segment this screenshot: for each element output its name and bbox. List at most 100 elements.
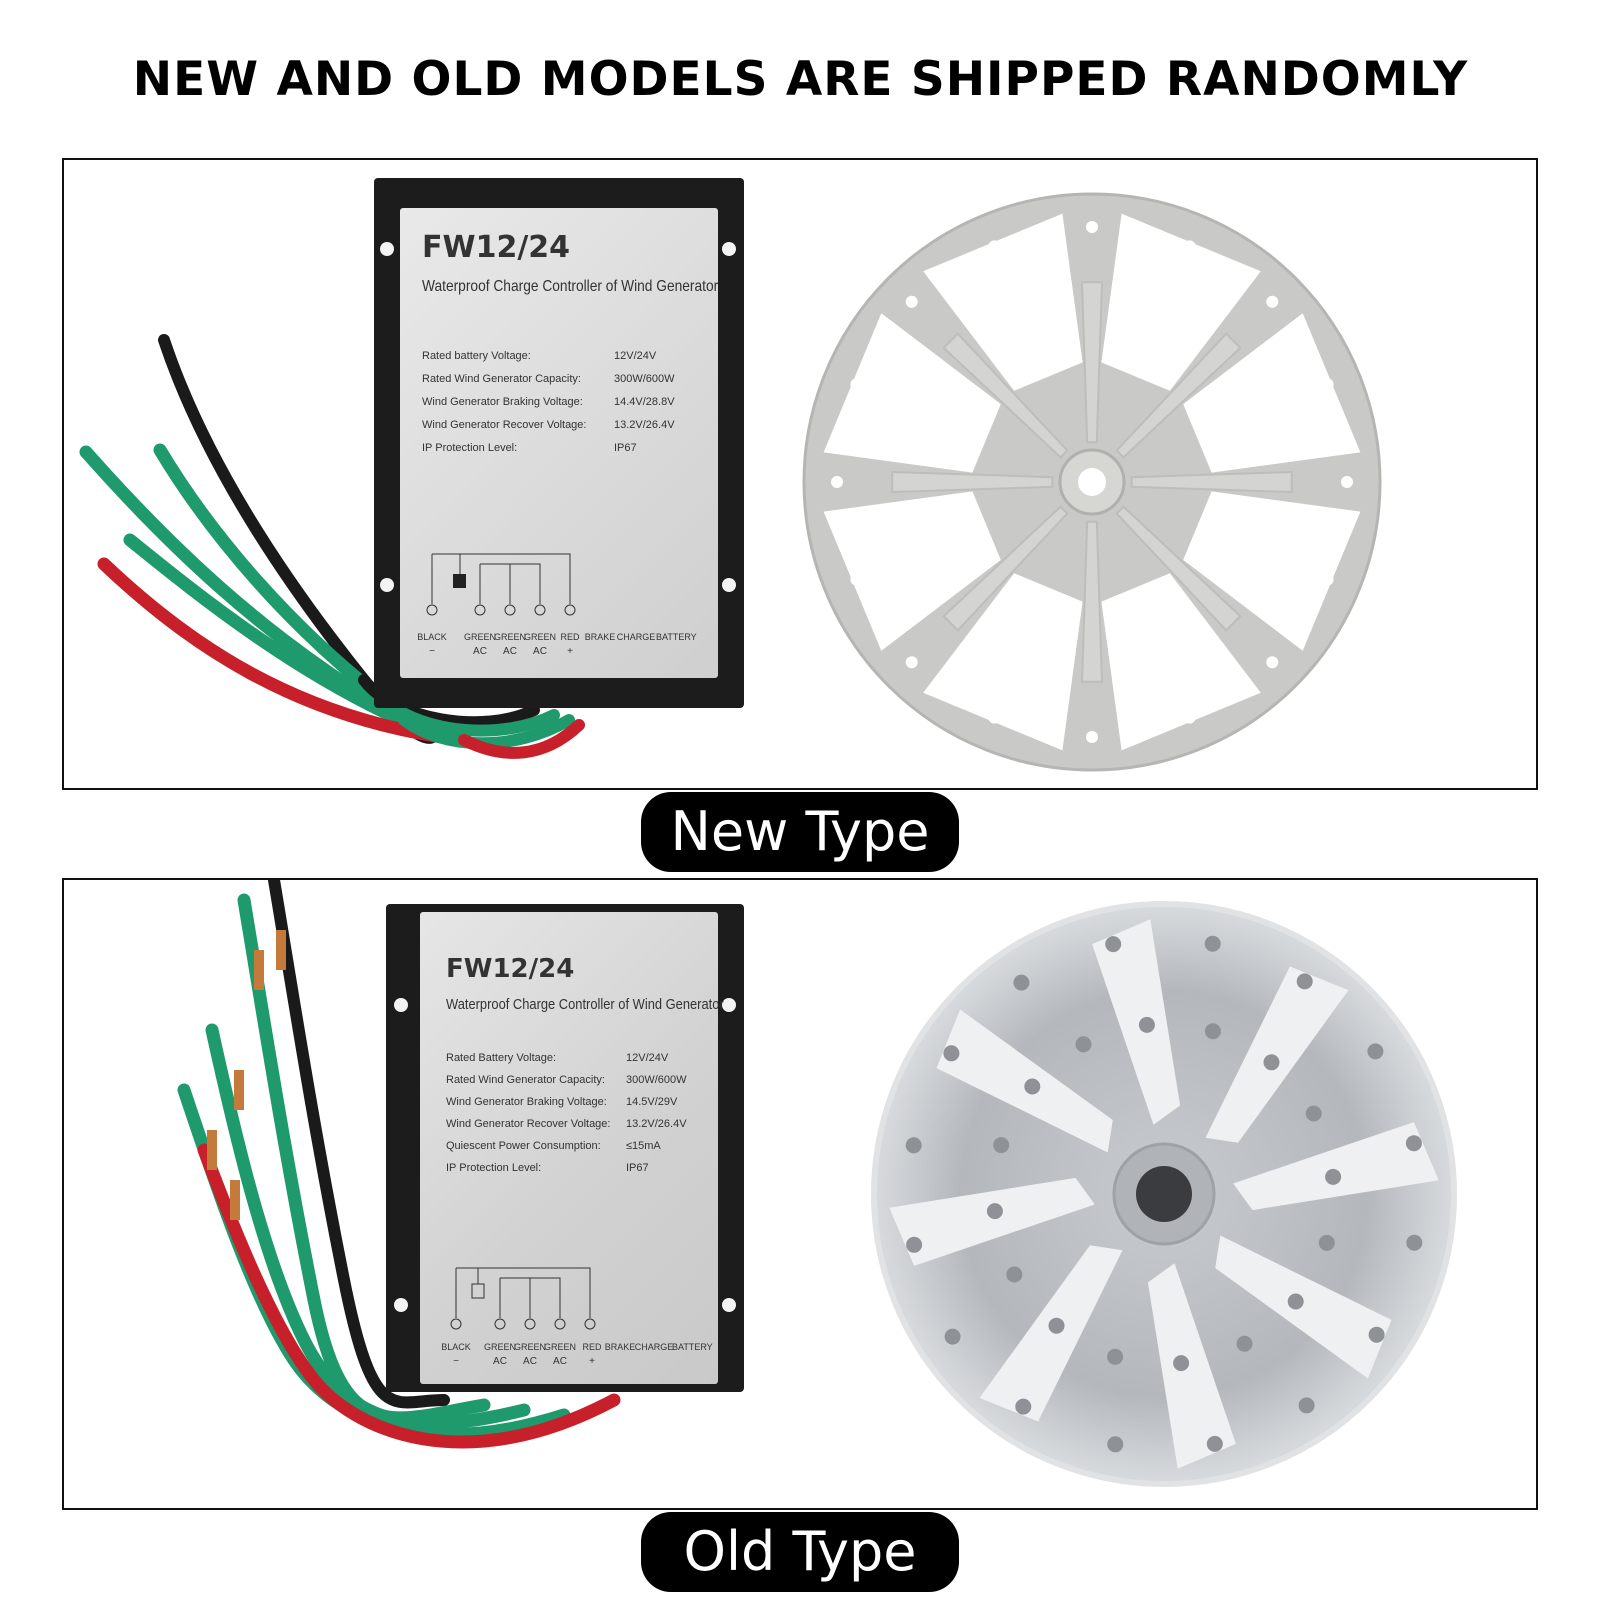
mount-hole (380, 578, 394, 592)
terminal-label: BRAKE (604, 1342, 636, 1352)
terminal-label: GREEN (483, 1342, 516, 1352)
disc-hole (1138, 1016, 1155, 1033)
disc-hole (1107, 1436, 1124, 1453)
terminal-label: BLACK (441, 1342, 471, 1352)
terminal-sublabel: AC (473, 646, 487, 657)
disc-hole (985, 625, 998, 638)
disc-cutout (923, 213, 1083, 391)
disc-hole (936, 375, 949, 388)
disc-hole (1236, 1335, 1253, 1352)
new-controller: FW12/24 Waterproof Charge Controller of … (374, 178, 744, 708)
old-controller: FW12/24 Waterproof Charge Controller of … (386, 904, 744, 1392)
spec-value: ≤15mA (626, 1140, 661, 1152)
mount-hole (722, 242, 736, 256)
disc-hole (1050, 652, 1063, 665)
disc-hole (1206, 1435, 1223, 1452)
disc-spoke (1130, 470, 1293, 494)
disc-hole (1121, 299, 1134, 312)
disc-hole (909, 510, 922, 523)
new-controller-label-plate: FW12/24 Waterproof Charge Controller of … (400, 208, 718, 678)
disc-hole (1262, 441, 1275, 454)
disc-hole (1120, 652, 1133, 665)
disc-hole (1015, 1398, 1032, 1415)
disc-spoke (942, 505, 1069, 632)
mount-hole (394, 998, 408, 1012)
disc-hole (1305, 1105, 1322, 1122)
mount-hole (380, 242, 394, 256)
disc-cutout (1215, 1235, 1392, 1379)
disc-spoke (891, 470, 1054, 494)
new-type-panel: FW12/24 Waterproof Charge Controller of … (62, 158, 1538, 790)
disc-hole (1024, 1078, 1041, 1095)
spec-name: Rated Wind Generator Capacity: (422, 373, 581, 385)
disc-hole (1086, 221, 1098, 233)
mount-hole (722, 998, 736, 1012)
disc-hole (1183, 711, 1196, 724)
disc-cutout (936, 1009, 1113, 1153)
new-controller-model: FW12/24 (422, 230, 571, 265)
disc-spoke (1115, 332, 1242, 459)
disc-hole (1296, 973, 1313, 990)
disc-hole (1185, 626, 1198, 638)
terminal-sublabel: + (567, 646, 573, 657)
spec-value: 14.4V/28.8V (614, 396, 675, 408)
spec-name: Rated Wind Generator Capacity: (446, 1074, 605, 1086)
spec-value: 300W/600W (614, 373, 675, 385)
disc-hole (1406, 1234, 1423, 1251)
disc-hole (1287, 1293, 1304, 1310)
disc-hole (936, 575, 948, 588)
terminal-label: BRAKE (584, 632, 616, 642)
terminal-label: CHARGE (634, 1342, 674, 1352)
disc-hole (1105, 936, 1122, 953)
disc-cutout (1183, 313, 1361, 473)
disc-hole (988, 240, 1001, 253)
disc-cutout (1101, 573, 1261, 751)
terminal-label: GREEN (523, 632, 556, 642)
disc-hole (1107, 1348, 1124, 1365)
spec-value: 12V/24V (614, 350, 657, 362)
disc-hole (1048, 1317, 1065, 1334)
disc-cutout (1147, 1263, 1236, 1469)
disc-hole (1298, 1397, 1315, 1414)
disc-hole (1318, 1234, 1335, 1251)
disc-hole (1235, 576, 1248, 589)
terminal-sublabel: AC (503, 646, 517, 657)
disc-hole (831, 476, 843, 488)
disc-hole (986, 326, 999, 338)
spec-name: IP Protection Level: (446, 1162, 542, 1174)
disc-hole (986, 1203, 1003, 1220)
disc-hole (905, 295, 918, 308)
spec-value: 13.2V/26.4V (626, 1118, 687, 1130)
disc-hole (1263, 1054, 1280, 1071)
spec-name: Wind Generator Braking Voltage: (422, 396, 583, 408)
new-rotor-disc (802, 192, 1382, 772)
disc-cutout (889, 1177, 1095, 1266)
terminal-label: CHARGE (616, 632, 656, 642)
old-wiring-diagram (450, 1267, 596, 1330)
terminal-label: GREEN (543, 1342, 576, 1352)
disc-hole (1183, 240, 1196, 253)
disc-hole (1266, 295, 1279, 308)
disc-cutout (823, 491, 1001, 651)
terminal-label: BATTERY (656, 632, 697, 642)
terminal-label: BATTERY (672, 1342, 713, 1352)
terminal-label: GREEN (513, 1342, 546, 1352)
mount-hole (722, 1298, 736, 1312)
disc-hole (1341, 476, 1353, 488)
disc-hole (1173, 1355, 1190, 1372)
disc-hole (943, 1045, 960, 1062)
disc-hole (1321, 378, 1334, 391)
disc-hole (1013, 974, 1030, 991)
disc-hole (1204, 1023, 1221, 1040)
spec-name: IP Protection Level: (422, 442, 518, 454)
disc-cutout (1205, 966, 1349, 1143)
disc-hole (1186, 326, 1199, 339)
terminal-label: GREEN (493, 632, 526, 642)
old-controller-wires (177, 880, 621, 1449)
terminal-sublabel: − (429, 646, 435, 657)
old-rotor-disc (871, 901, 1457, 1487)
terminal-sublabel: AC (553, 1356, 567, 1367)
disc-hole (1325, 1168, 1342, 1185)
spec-value: 14.5V/29V (626, 1096, 678, 1108)
disc-hole (1262, 511, 1275, 524)
